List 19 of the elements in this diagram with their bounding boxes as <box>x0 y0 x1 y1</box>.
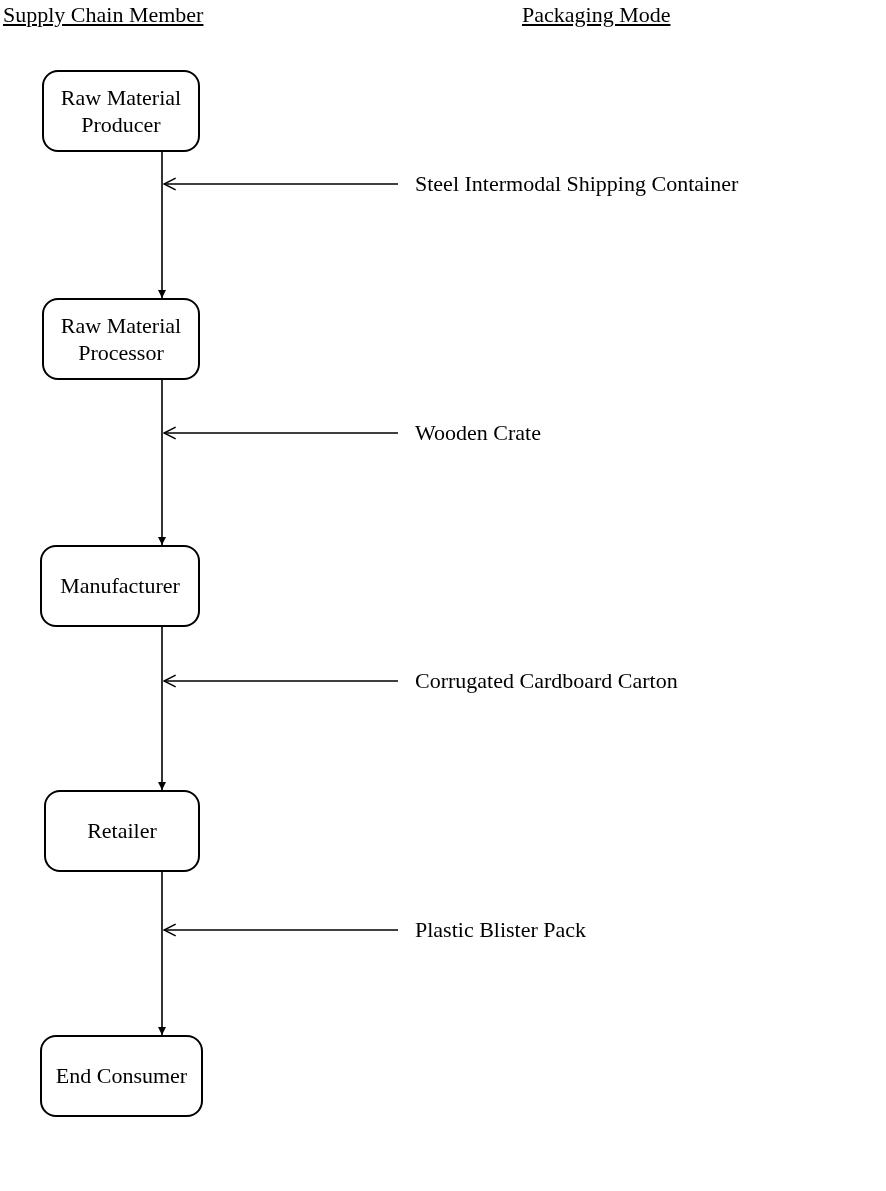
column-heading: Packaging Mode <box>522 2 671 28</box>
process-box: End Consumer <box>40 1035 203 1117</box>
packaging-label: Corrugated Cardboard Carton <box>415 668 678 695</box>
leader-arrow <box>163 923 399 937</box>
arrow <box>158 379 166 546</box>
process-box: Retailer <box>44 790 200 872</box>
process-box: Raw Material Processor <box>42 298 200 380</box>
process-box: Raw Material Producer <box>42 70 200 152</box>
packaging-label: Plastic Blister Pack <box>415 917 587 944</box>
leader-arrow <box>163 426 399 440</box>
arrow <box>158 626 166 791</box>
arrow <box>158 871 166 1036</box>
packaging-label: Steel Intermodal Shipping Container <box>415 171 739 198</box>
arrow <box>158 151 166 299</box>
leader-arrow <box>163 177 399 191</box>
column-heading: Supply Chain Member <box>3 2 204 28</box>
packaging-label: Wooden Crate <box>415 420 541 447</box>
process-box: Manufacturer <box>40 545 200 627</box>
leader-arrow <box>163 674 399 688</box>
